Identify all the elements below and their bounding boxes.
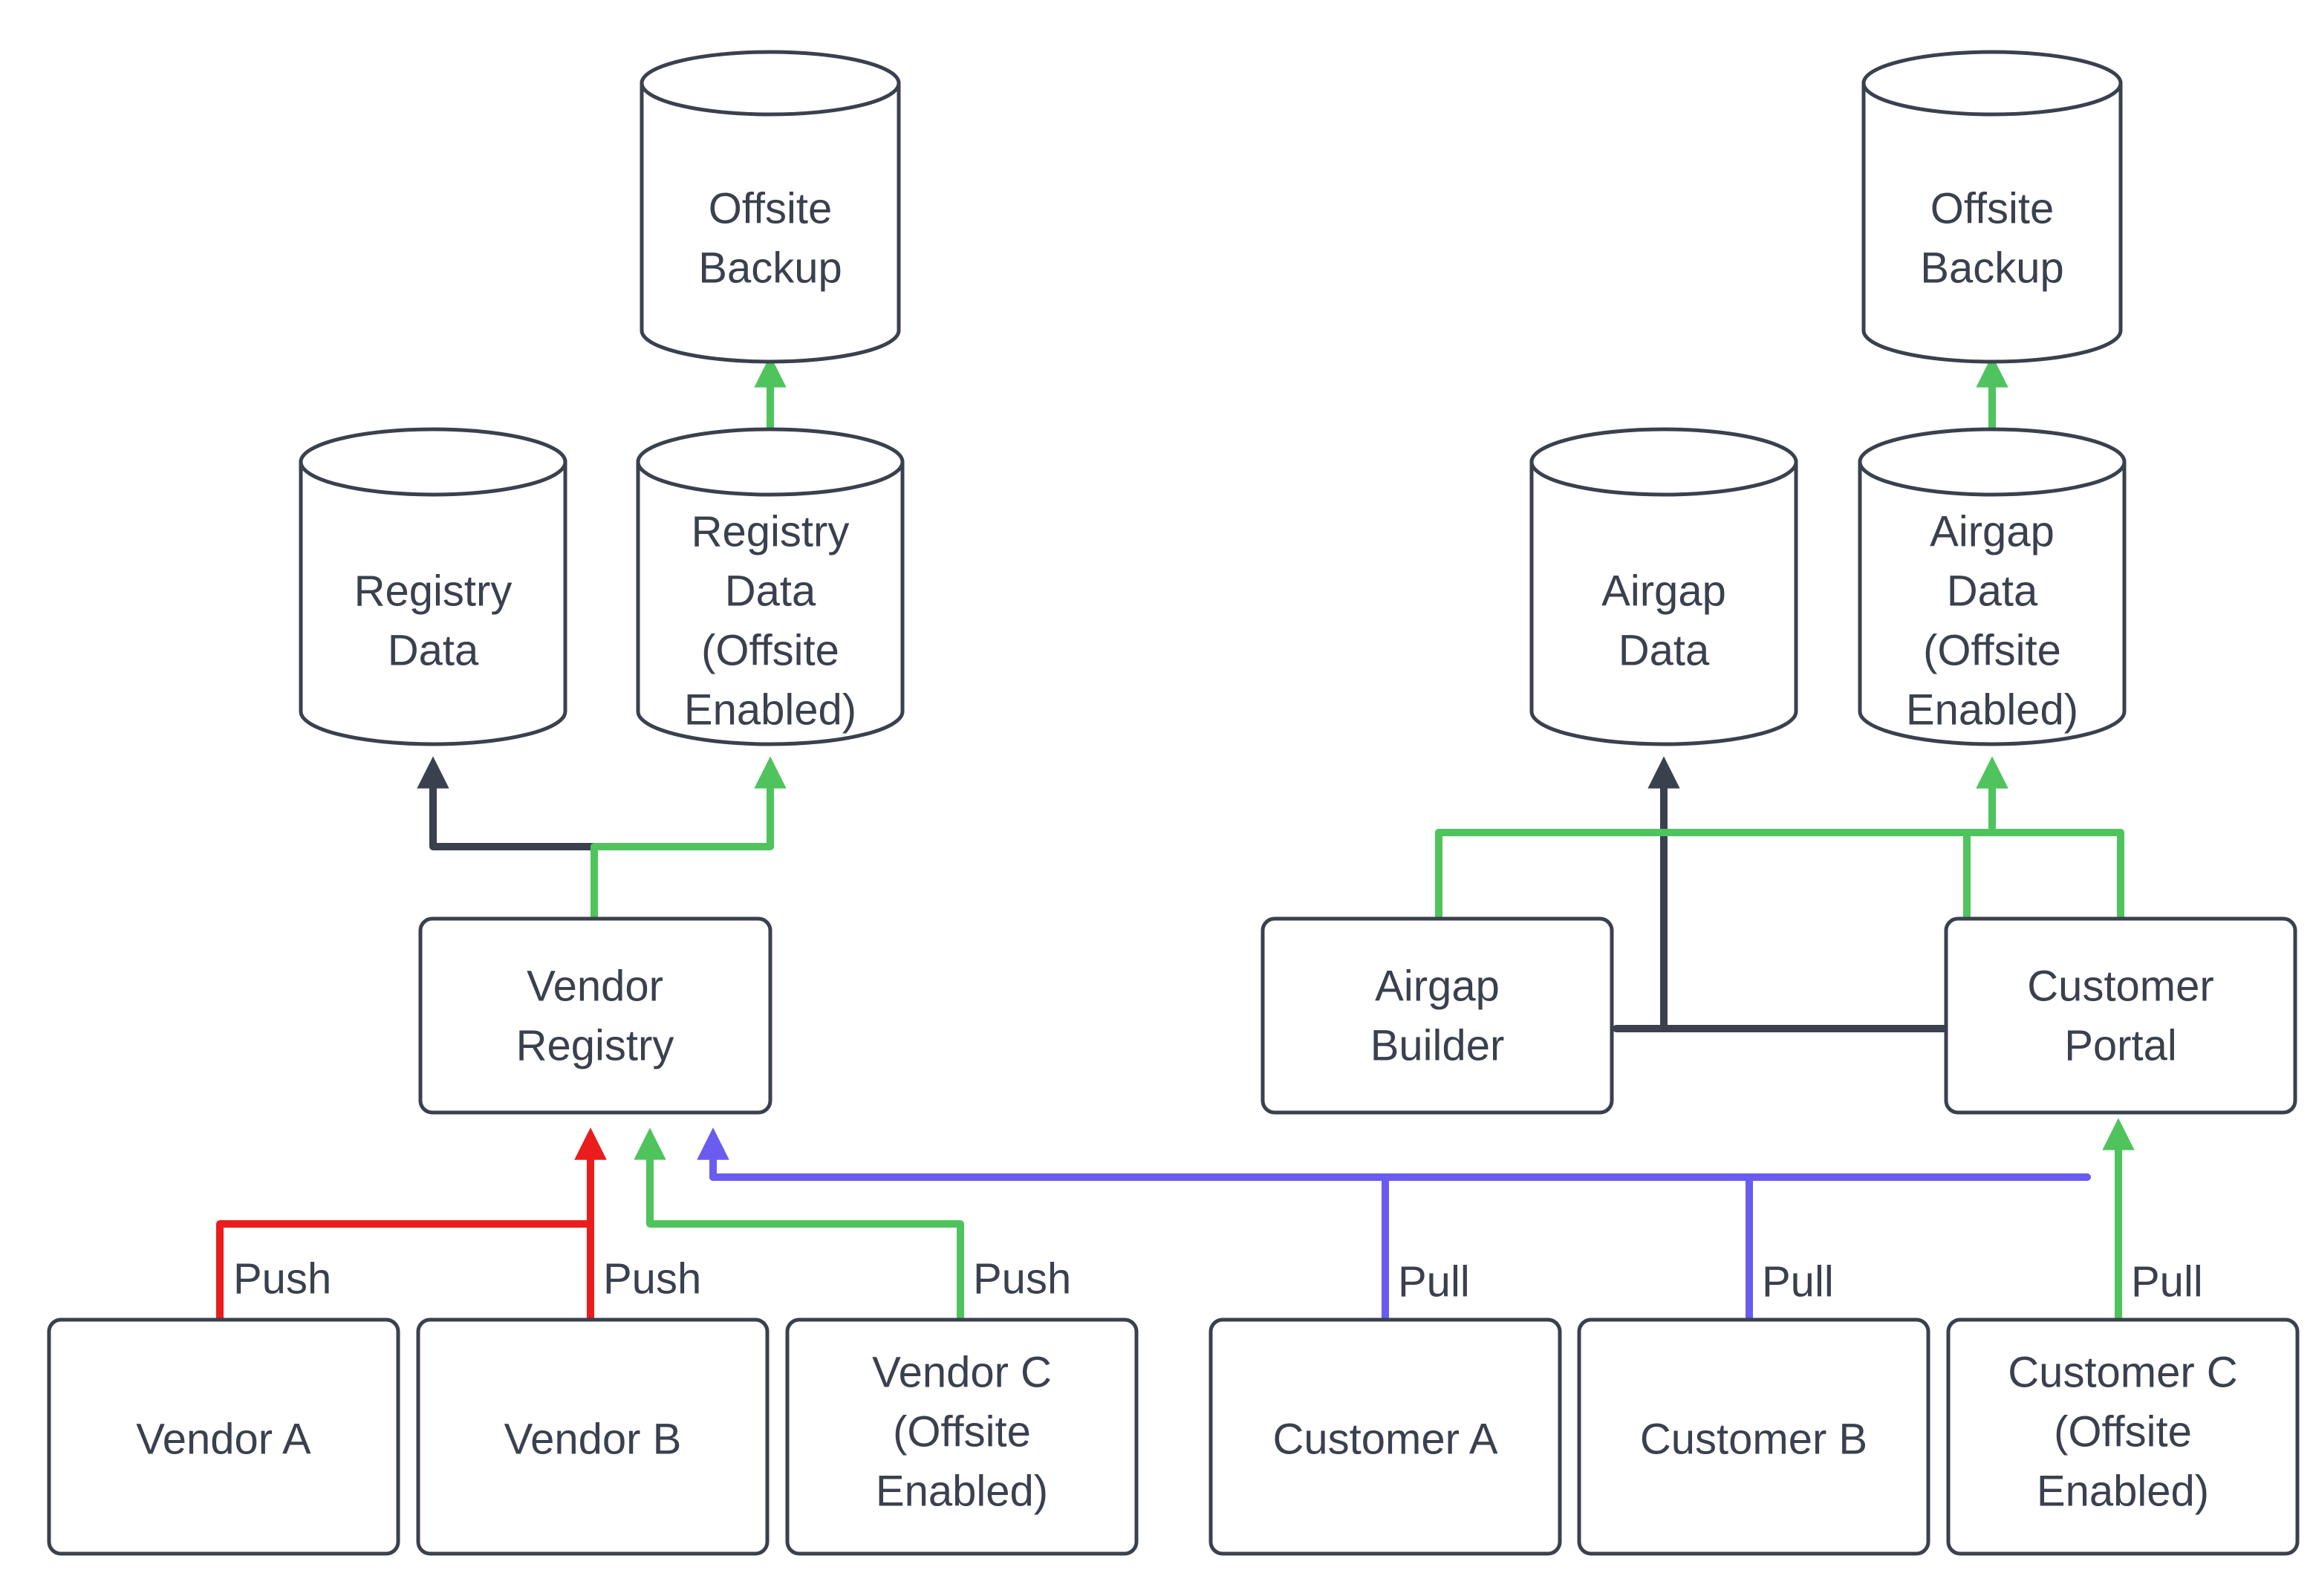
airgap-data-line2: Data [1619,626,1710,674]
node-vendor-b[interactable]: Vendor B [416,1317,770,1556]
registry-data-offsite-line2: Data [725,567,816,615]
vendor-c-line1: Vendor C [872,1348,1052,1396]
edge-label-pull-c: Pull [2131,1257,2203,1306]
node-customer-a[interactable]: Customer A [1208,1317,1562,1556]
vendor-b-label: Vendor B [504,1415,682,1463]
node-customer-b[interactable]: Customer B [1577,1317,1930,1556]
edge-green-right-trunk [1435,829,2124,921]
vendor-registry-line2: Registry [516,1021,674,1069]
node-airgap-data-offsite[interactable]: Airgap Data (Offsite Enabled) [1858,427,2127,746]
node-customer-c[interactable]: Customer C (Offsite Enabled) [1946,1317,2300,1556]
customer-c-line3: Enabled) [2037,1467,2209,1515]
edge-airgap-builder-to-airgap-data-offsite [1435,756,2008,921]
node-airgap-data[interactable]: Airgap Data [1529,427,1798,746]
node-vendor-registry[interactable]: Vendor Registry [418,916,772,1115]
offsite-backup-right-line2: Backup [1920,244,2063,292]
customer-portal-line2: Portal [2064,1021,2177,1069]
edge-label-pull-a: Pull [1398,1257,1470,1306]
offsite-backup-right-line1: Offsite [1930,184,2055,232]
node-offsite-backup-right[interactable]: Offsite Backup [1861,50,2123,364]
offsite-backup-left-line2: Backup [698,244,842,292]
node-vendor-c[interactable]: Vendor C (Offsite Enabled) [785,1317,1139,1556]
edge-label-push-c: Push [973,1254,1071,1303]
vendor-c-line2: (Offsite [893,1407,1031,1456]
edge-label-push-b: Push [603,1254,701,1303]
node-customer-portal[interactable]: Customer Portal [1944,916,2297,1115]
node-airgap-builder[interactable]: Airgap Builder [1260,916,1614,1115]
airgap-data-offsite-line1: Airgap [1930,507,2055,556]
customer-a-label: Customer A [1273,1415,1498,1463]
edge-vendor-registry-to-registry-data [417,756,598,921]
edge-vendor-registry-to-registry-data-offsite [591,756,787,921]
customer-b-label: Customer B [1640,1415,1867,1463]
edge-customer-portal-to-airgap-data [1647,756,1953,1032]
edge-vendor-c-to-vendor-registry [634,1127,964,1322]
airgap-data-line1: Airgap [1601,567,1726,615]
airgap-data-offsite-line2: Data [1947,567,2038,615]
offsite-backup-left-line1: Offsite [709,184,833,232]
node-registry-data-offsite[interactable]: Registry Data (Offsite Enabled) [636,427,905,746]
edge-label-pull-b: Pull [1762,1257,1834,1306]
registry-data-offsite-line4: Enabled) [684,685,856,734]
node-offsite-backup-left[interactable]: Offsite Backup [640,50,901,364]
node-vendor-a[interactable]: Vendor A [47,1317,400,1556]
registry-data-offsite-line1: Registry [692,507,850,556]
vendor-c-line3: Enabled) [876,1467,1048,1515]
node-registry-data[interactable]: Registry Data [299,427,567,746]
edge-customer-portal-to-airgap-data-offsite [1963,756,2008,921]
airgap-builder-line2: Builder [1370,1021,1505,1069]
customer-portal-line1: Customer [2027,962,2213,1010]
airgap-builder-line1: Airgap [1375,962,1500,1010]
registry-data-line2: Data [388,626,479,674]
registry-data-line1: Registry [354,567,513,615]
edge-customer-b-to-vendor-registry [697,1127,1753,1322]
vendor-registry-line1: Vendor [527,962,663,1010]
customer-c-line2: (Offsite [2054,1407,2192,1456]
edge-label-push-a: Push [233,1254,331,1303]
airgap-data-offsite-line4: Enabled) [1906,685,2078,734]
customer-c-line1: Customer C [2008,1348,2237,1396]
vendor-a-label: Vendor A [136,1415,311,1463]
registry-data-offsite-line3: (Offsite [701,626,839,674]
airgap-data-offsite-line3: (Offsite [1923,626,2061,674]
